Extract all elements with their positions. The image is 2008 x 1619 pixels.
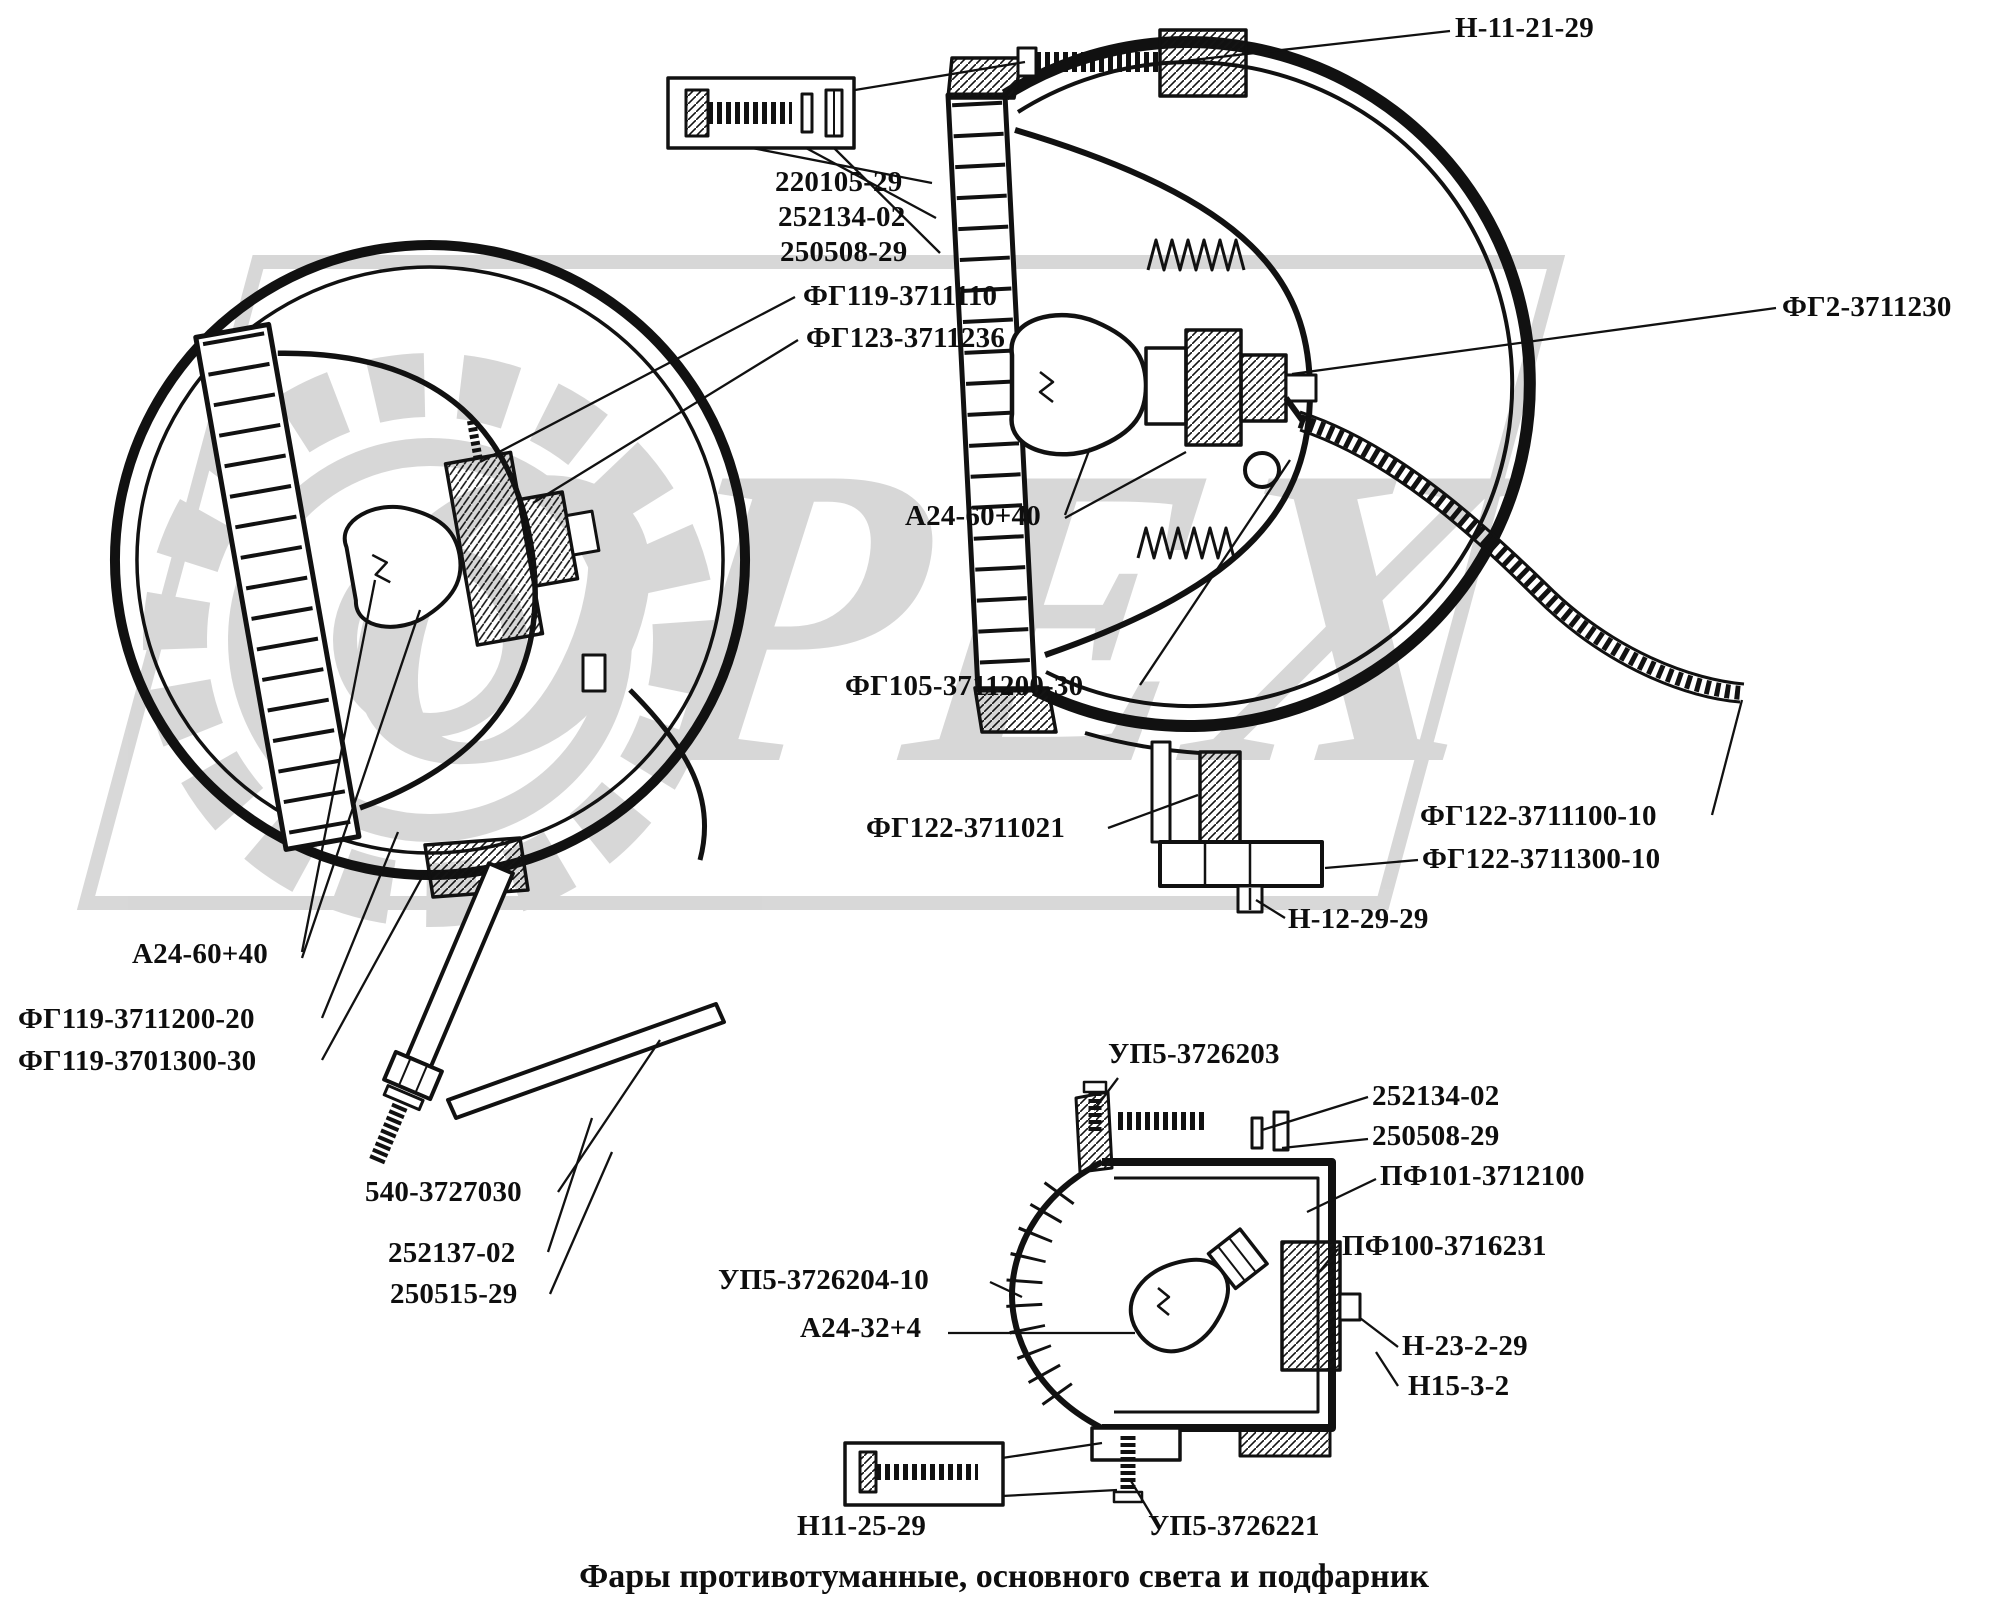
part-label-540-3727030: 540-3727030 xyxy=(365,1176,522,1208)
part-label-252134-02-top: 252134-02 xyxy=(778,201,906,233)
watermark-gear-icon xyxy=(143,353,717,927)
fog-lamp-figure xyxy=(110,240,750,1167)
main-headlamp-figure xyxy=(945,28,1745,914)
part-label-220105-29: 220105-29 xyxy=(775,166,903,198)
part-label-n15-3-2: Н15-3-2 xyxy=(1408,1370,1510,1402)
part-label-252134-02-side: 252134-02 xyxy=(1372,1080,1500,1112)
spring-bottom xyxy=(1136,526,1236,560)
part-label-fg122-3711100-10: ФГ122-3711100-10 xyxy=(1420,800,1657,832)
part-label-a24-60-40-main: А24-60+40 xyxy=(905,500,1041,532)
part-label-n11-25-29: Н11-25-29 xyxy=(797,1510,927,1542)
part-label-fg122-3711300-10: ФГ122-3711300-10 xyxy=(1422,843,1661,875)
part-label-n-11-21-29: Н-11-21-29 xyxy=(1455,12,1594,44)
part-label-fg123-3711236: ФГ123-3711236 xyxy=(806,322,1006,354)
part-label-up5-3726203: УП5-3726203 xyxy=(1108,1038,1280,1070)
part-label-up5-3726204-10: УП5-3726204-10 xyxy=(718,1264,929,1296)
inset-box-screw xyxy=(843,1441,1005,1507)
part-label-fg122-3711021: ФГ122-3711021 xyxy=(866,812,1066,844)
part-label-fg119-3711200-20: ФГ119-3711200-20 xyxy=(18,1003,255,1035)
bulb-main xyxy=(1009,312,1149,457)
side-lamp-figure xyxy=(1006,1080,1362,1504)
bulb-fog xyxy=(342,504,463,629)
part-label-up5-3726221: УП5-3726221 xyxy=(1148,1510,1320,1542)
part-label-252137-02: 252137-02 xyxy=(388,1237,516,1269)
part-label-n-23-2-29: Н-23-2-29 xyxy=(1402,1330,1528,1362)
inset-box-bolt xyxy=(666,76,856,150)
figure-caption: Фары противотуманные, основного света и … xyxy=(579,1558,1429,1595)
leader-lines xyxy=(300,29,1777,1517)
part-label-fg119-3701300-30: ФГ119-3701300-30 xyxy=(18,1045,257,1077)
part-label-fg2-3711230: ФГ2-3711230 xyxy=(1782,291,1952,323)
spring-top xyxy=(1146,238,1246,272)
part-label-a24-60-40-fog: А24-60+40 xyxy=(132,938,268,970)
part-label-250508-29-top: 250508-29 xyxy=(780,236,908,268)
part-label-pf100-3716231: ПФ100-3716231 xyxy=(1342,1230,1547,1262)
part-label-a24-32-4: А24-32+4 xyxy=(800,1312,922,1344)
mounting-strap xyxy=(446,1002,726,1120)
part-label-250515-29: 250515-29 xyxy=(390,1278,518,1310)
part-label-pf101-3712100: ПФ101-3712100 xyxy=(1380,1160,1585,1192)
part-label-n-12-29-29: Н-12-29-29 xyxy=(1288,903,1429,935)
part-label-250508-29-side: 250508-29 xyxy=(1372,1120,1500,1152)
part-label-fg105-3711200-30: ФГ105-3711200-30 xyxy=(845,670,1084,702)
part-label-fg119-3711110: ФГ119-3711110 xyxy=(803,280,998,312)
